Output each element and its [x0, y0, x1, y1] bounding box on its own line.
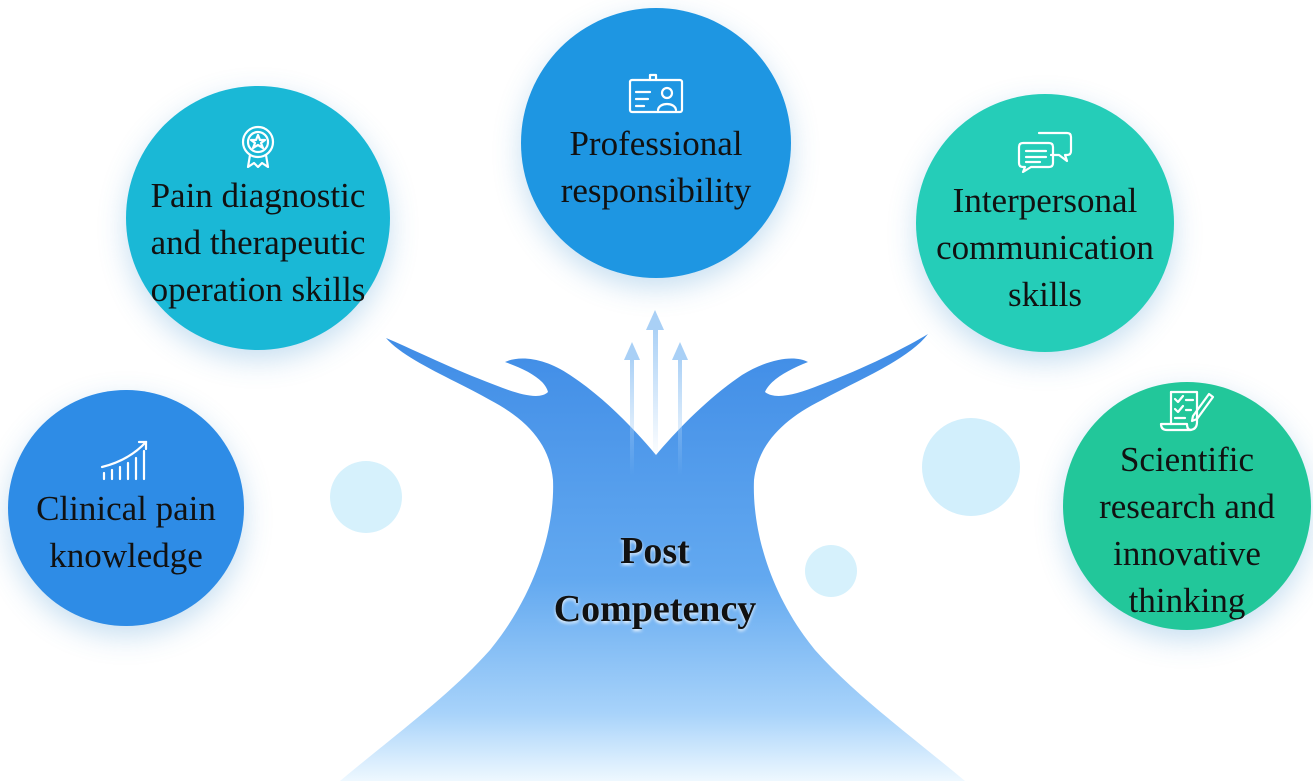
- tree-shape: [340, 334, 965, 781]
- bubble-interpersonal-label-line1: Interpersonal: [952, 180, 1138, 220]
- bubble-interpersonal-label-line3: skills: [1008, 274, 1082, 314]
- bubble-interpersonal-label-line2: communication: [936, 227, 1154, 267]
- arrow-left-head: [624, 342, 640, 360]
- bubble-operation-skills: Pain diagnostic and therapeutic operatio…: [126, 86, 390, 350]
- bubble-research-label-line2: research and: [1099, 487, 1275, 526]
- bubble-operation-label-line2: and therapeutic: [150, 222, 366, 262]
- chat-bubbles-icon: [1017, 131, 1073, 173]
- award-badge-icon: [241, 125, 275, 168]
- bubble-professional-label-line1: Professional: [569, 124, 743, 163]
- bubble-scientific-research: Scientific research and innovative think…: [1063, 382, 1311, 630]
- center-label: Post Competency: [500, 522, 810, 638]
- bubble-research-label-line1: Scientific: [1119, 440, 1255, 479]
- arrow-center-head: [646, 310, 664, 330]
- bubble-research-label-line3: innovative: [1113, 534, 1261, 573]
- arrow-left-shaft: [630, 355, 634, 475]
- bubble-operation-label-line3: operation skills: [150, 269, 366, 309]
- center-label-line2: Competency: [553, 588, 757, 630]
- arrow-center-shaft: [653, 325, 658, 460]
- deco-circle-right-small: [805, 545, 857, 597]
- bubble-professional-label-line2: responsibility: [560, 171, 752, 210]
- id-card-icon: [628, 73, 684, 114]
- bubble-interpersonal-communication: Interpersonal communication skills: [916, 94, 1174, 352]
- bubble-professional-responsibility: Professional responsibility: [521, 8, 791, 278]
- bubble-clinical-label-line1: Clinical pain: [36, 489, 216, 528]
- deco-circle-right-large: [922, 418, 1020, 516]
- growth-chart-icon: [100, 440, 148, 481]
- deco-circle-left: [330, 461, 402, 533]
- bubble-clinical-pain-knowledge: Clinical pain knowledge: [8, 390, 244, 626]
- arrow-right-head: [672, 342, 688, 360]
- arrow-right-shaft: [678, 355, 682, 475]
- bubble-research-label-line4: thinking: [1128, 581, 1246, 620]
- center-label-line1: Post: [620, 530, 690, 572]
- bubble-clinical-label-line2: knowledge: [49, 536, 203, 575]
- arrows-group: [624, 310, 688, 475]
- bubble-operation-label-line1: Pain diagnostic: [150, 175, 366, 215]
- checklist-pen-icon: [1159, 390, 1215, 432]
